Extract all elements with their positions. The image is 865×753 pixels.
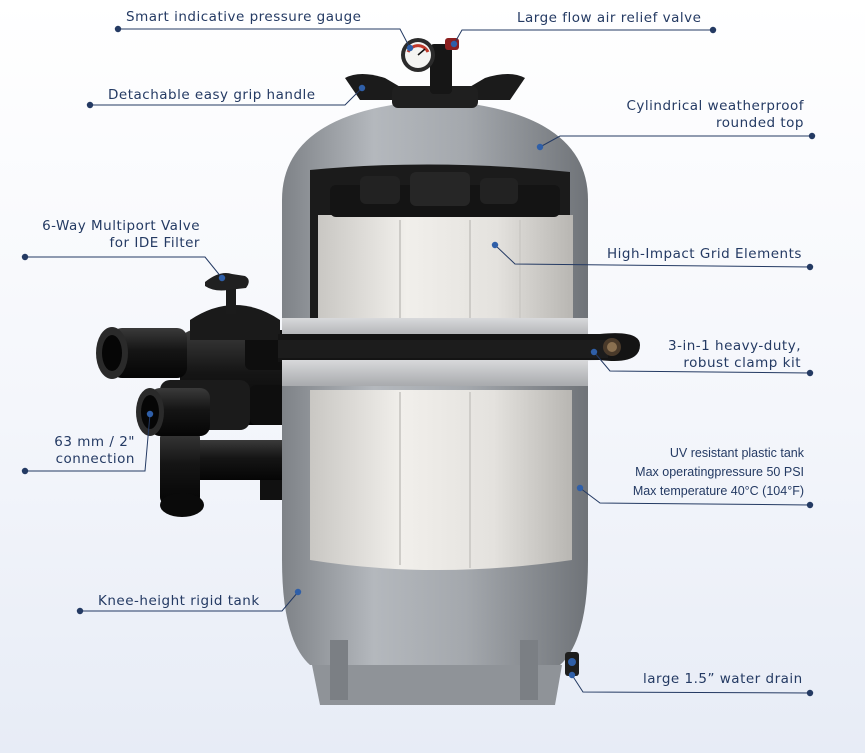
lower-tank [282,386,588,705]
callout-connection: 63 mm / 2" connection [20,434,135,468]
grip-handle [345,74,525,108]
callout-pressure-gauge: Smart indicative pressure gauge [126,9,362,25]
callout-multiport-valve: 6-Way Multiport Valve for IDE Filter [20,218,200,252]
callout-tank-line1: UV resistant plastic tank [669,446,804,460]
upper-cutaway [310,164,573,320]
callout-tank-specs: UV resistant plastic tank Max operatingp… [590,444,804,501]
callout-rounded-top: Cylindrical weatherproof rounded top [600,98,804,132]
callout-connection-line2: connection [55,451,135,467]
callout-clamp-line1: 3-in-1 heavy-duty, [668,338,801,354]
callout-connection-line1: 63 mm / 2" [54,434,135,450]
clamp-kit [278,318,640,386]
callout-clamp-line2: robust clamp kit [683,355,801,371]
callout-air-relief-valve: Large flow air relief valve [517,10,702,26]
pressure-gauge-icon [401,38,435,72]
callout-grid-elements: High-Impact Grid Elements [607,246,802,262]
callout-rounded-top-line1: Cylindrical weatherproof [626,98,804,114]
callout-multiport-line2: for IDE Filter [109,235,200,251]
leader-lines [21,25,816,697]
callout-multiport-line1: 6-Way Multiport Valve [42,218,200,234]
callout-grip-handle: Detachable easy grip handle [108,87,316,103]
callout-clamp-kit: 3-in-1 heavy-duty, robust clamp kit [600,338,801,372]
callout-rounded-top-line2: rounded top [716,115,804,131]
callout-water-drain: large 1.5” water drain [643,671,803,687]
callout-tank-line3: Max temperature 40°C (104°F) [632,484,804,498]
water-drain-icon [565,652,579,676]
callout-rigid-tank: Knee-height rigid tank [98,593,260,609]
callout-tank-line2: Max operatingpressure 50 PSI [635,465,804,479]
multiport-valve [96,273,305,517]
